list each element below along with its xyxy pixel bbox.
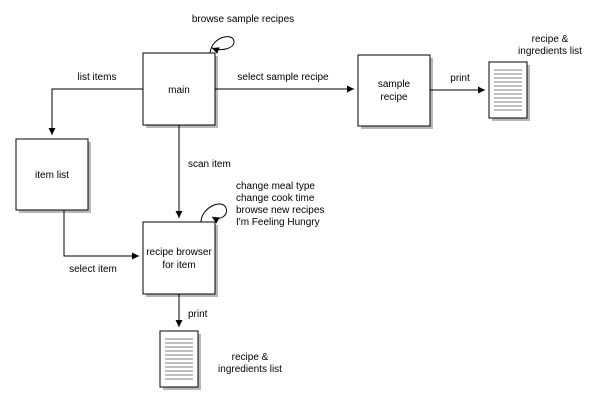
edge-main-self-loop — [209, 36, 235, 54]
edge-label-option-4: I'm Feeling Hungry — [236, 217, 320, 228]
recipe-browser-label-line2: for item — [162, 260, 195, 271]
edge-label-print-top: print — [450, 73, 470, 84]
main-node: main — [142, 52, 218, 128]
sample-recipe-label-line2: recipe — [380, 92, 408, 103]
document-icon-top — [488, 61, 530, 121]
edge-item-list-to-recipe-browser — [63, 210, 139, 260]
sample-recipe-label-line1: sample — [378, 79, 411, 90]
edge-recipe-browser-self-loop — [200, 203, 228, 224]
edge-label-browse-sample-recipes: browse sample recipes — [192, 14, 294, 25]
document-bottom-label-line1: recipe & — [232, 352, 269, 363]
edge-label-option-2: change cook time — [236, 193, 315, 204]
document-bottom-label-line2: ingredients list — [218, 364, 282, 375]
sample-recipe-node: sample recipe — [357, 54, 433, 129]
edge-label-select-item: select item — [69, 264, 117, 275]
edge-label-option-3: browse new recipes — [236, 205, 324, 216]
edge-label-list-items: list items — [78, 72, 117, 83]
recipe-browser-label-line1: recipe browser — [146, 247, 212, 258]
document-top-label-line1: recipe & — [532, 34, 569, 45]
edge-label-select-sample-recipe: select sample recipe — [237, 72, 329, 83]
edge-label-option-1: change meal type — [236, 181, 315, 192]
document-icon-bottom — [159, 330, 201, 390]
main-node-label: main — [168, 85, 190, 96]
item-list-label: item list — [35, 170, 69, 181]
item-list-node: item list — [15, 138, 91, 213]
edge-main-to-item-list — [48, 88, 143, 135]
document-top-label-line2: ingredients list — [518, 46, 582, 57]
edge-label-scan-item: scan item — [188, 159, 231, 170]
edge-label-print-bottom: print — [188, 309, 208, 320]
recipe-browser-node: recipe browser for item — [142, 221, 218, 297]
